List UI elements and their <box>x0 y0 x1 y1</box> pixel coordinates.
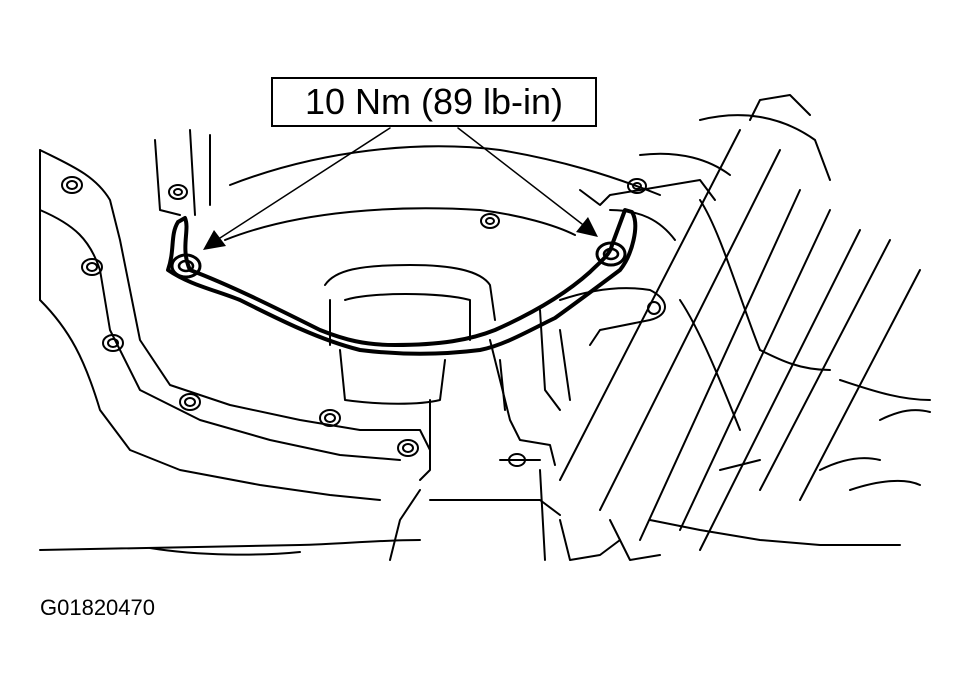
lower-lines <box>39 457 921 561</box>
torque-spec-label: 10 Nm (89 lb-in) <box>304 81 564 122</box>
flange-bolts <box>61 176 647 467</box>
right-bracket <box>499 287 666 411</box>
leader-arrows <box>203 127 598 250</box>
torque-callout-box: 10 Nm (89 lb-in) <box>271 77 597 127</box>
center-housing <box>324 264 556 481</box>
transmission-housing <box>154 94 831 241</box>
cover-plate <box>166 208 638 356</box>
diagonal-pipes <box>559 129 931 551</box>
torque-bolt-right <box>595 241 627 267</box>
left-pan-flange <box>39 149 431 501</box>
torque-bolt-left <box>170 253 202 279</box>
figure-id: G01820470 <box>40 595 155 620</box>
